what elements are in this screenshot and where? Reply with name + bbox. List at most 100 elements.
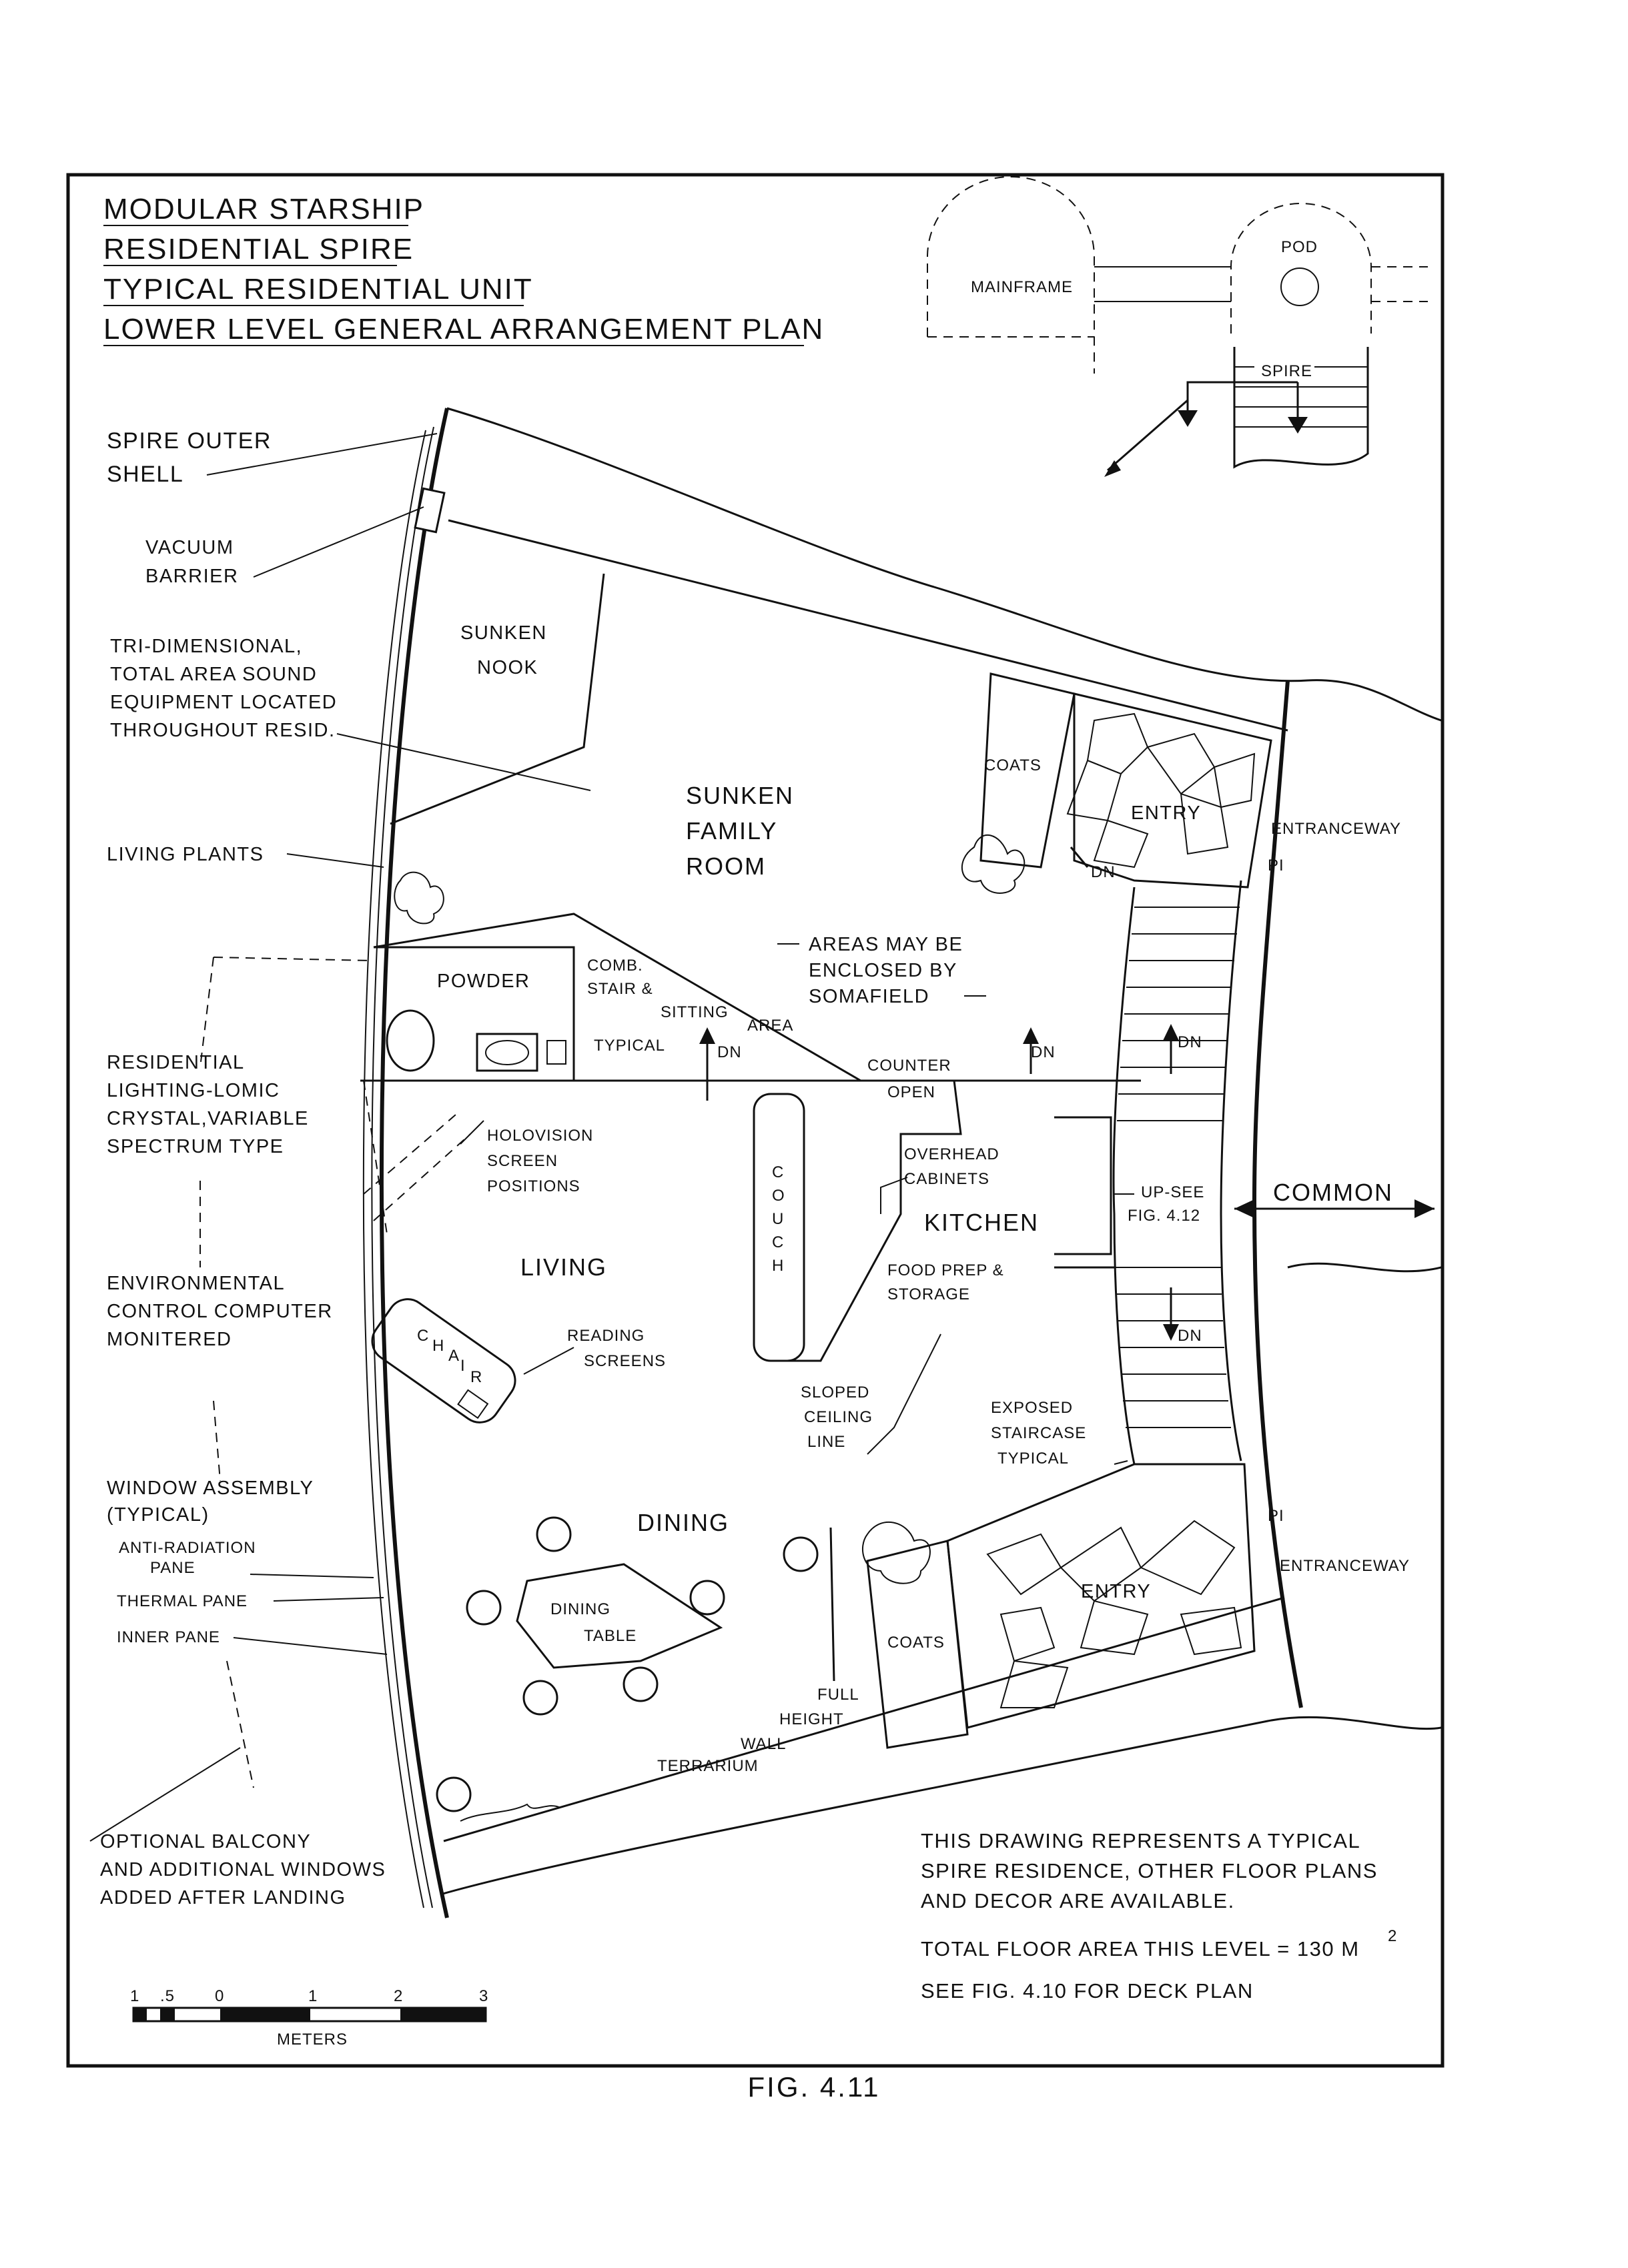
up-see-label-1: UP-SEE <box>1141 1183 1204 1201</box>
drawing-frame <box>66 173 1445 2068</box>
title-line-1: MODULAR STARSHIP <box>103 193 424 225</box>
chair-letter-4: I <box>460 1357 466 1375</box>
terrarium-label-3: WALL <box>741 1735 786 1753</box>
sound-label-4: THROUGHOUT RESID. <box>110 720 336 741</box>
comb-stair-label-2: STAIR & <box>587 980 653 998</box>
coats-label-lower: COATS <box>887 1634 945 1652</box>
dn-label-2: DN <box>1031 1043 1056 1061</box>
sloped-label-3: LINE <box>807 1433 845 1451</box>
living-plants-label: LIVING PLANTS <box>107 844 264 865</box>
sloped-label-1: SLOPED <box>801 1383 869 1401</box>
pi-label-lower: PI <box>1268 1507 1284 1525</box>
total-area-text: TOTAL FLOOR AREA THIS LEVEL = 130 M <box>921 1937 1360 1960</box>
family-room-label-3: ROOM <box>686 853 766 880</box>
reading-label-1: READING <box>567 1327 645 1345</box>
common-label: COMMON <box>1273 1179 1393 1206</box>
holovision-label-1: HOLOVISION <box>487 1127 593 1145</box>
family-room-label-1: SUNKEN <box>686 782 794 809</box>
somafield-label-3: SOMAFIELD <box>809 986 929 1007</box>
couch-letter-4: C <box>772 1233 784 1251</box>
chair-letter-3: A <box>448 1347 460 1365</box>
scale-bar: 1 .5 0 1 2 3 METERS <box>130 1987 488 2049</box>
living-room-label: LIVING <box>520 1253 607 1281</box>
environmental-label-2: CONTROL COMPUTER <box>107 1301 333 1322</box>
inner-pane-label: INNER PANE <box>117 1628 220 1646</box>
plant-icons <box>394 834 1026 1822</box>
common-arrow <box>1234 1199 1435 1218</box>
lighting-label-3: CRYSTAL,VARIABLE <box>107 1108 309 1129</box>
key-plan: MAINFRAME POD SPIRE <box>927 176 1428 477</box>
key-plan-pod-label: POD <box>1281 238 1318 256</box>
dining-table-label-2: TABLE <box>584 1627 637 1645</box>
exposed-label-3: TYPICAL <box>997 1450 1069 1468</box>
vacuum-label-1: VACUUM <box>145 537 234 558</box>
powder-room-label: POWDER <box>437 971 530 992</box>
lighting-label-2: LIGHTING-LOMIC <box>107 1080 280 1101</box>
spire-outer-shell <box>362 408 449 1918</box>
outer-shell-label-1: SPIRE OUTER <box>107 428 272 454</box>
thermal-pane-label: THERMAL PANE <box>117 1592 248 1610</box>
scale-tick-3m: 3 <box>479 1987 488 2005</box>
chair-letter-5: R <box>470 1368 482 1386</box>
terrarium-label-1: FULL <box>817 1686 859 1704</box>
note-line-3: AND DECOR ARE AVAILABLE. <box>921 1889 1235 1912</box>
notes-block: THIS DRAWING REPRESENTS A TYPICAL SPIRE … <box>921 1829 1396 2003</box>
somafield-label-2: ENCLOSED BY <box>809 960 957 981</box>
chair <box>371 1298 516 1424</box>
terrarium-label-4: TERRARIUM <box>657 1757 759 1775</box>
scale-tick-1: 1 <box>130 1987 139 2005</box>
sunken-nook-label-2: NOOK <box>477 657 538 678</box>
overhead-label-1: OVERHEAD <box>904 1145 999 1163</box>
exposed-label-2: STAIRCASE <box>991 1424 1086 1442</box>
window-assembly-label-1: WINDOW ASSEMBLY <box>107 1478 314 1499</box>
lighting-label-1: RESIDENTIAL <box>107 1052 245 1073</box>
holovision-label-3: POSITIONS <box>487 1177 580 1195</box>
dining-table-label-1: DINING <box>550 1600 610 1618</box>
scale-tick-2m: 2 <box>394 1987 403 2005</box>
scale-tick-half: .5 <box>160 1987 175 2005</box>
vacuum-label-2: BARRIER <box>145 566 238 587</box>
entranceway-label-lower: ENTRANCEWAY <box>1280 1557 1410 1575</box>
counter-label: COUNTER <box>867 1057 951 1075</box>
title-line-3: TYPICAL RESIDENTIAL UNIT <box>103 273 533 306</box>
sunken-nook-label-1: SUNKEN <box>460 622 547 644</box>
open-label: OPEN <box>887 1083 935 1101</box>
couch-letter-1: C <box>772 1163 784 1181</box>
food-prep-label-2: STORAGE <box>887 1285 970 1303</box>
chair-letter-2: H <box>432 1337 444 1355</box>
sound-label-2: TOTAL AREA SOUND <box>110 664 317 685</box>
scale-tick-0: 0 <box>215 1987 224 2005</box>
entry-label-lower: ENTRY <box>1081 1581 1151 1602</box>
dining-room-label: DINING <box>637 1509 729 1536</box>
entry-flagstone-lower <box>986 1520 1242 1708</box>
dn-label-3: DN <box>1178 1033 1202 1051</box>
dining-set <box>436 1516 819 1812</box>
reading-label-2: SCREENS <box>584 1352 666 1370</box>
typical-label: TYPICAL <box>594 1037 665 1055</box>
key-plan-mainframe-label: MAINFRAME <box>971 278 1073 296</box>
balcony-label-3: ADDED AFTER LANDING <box>100 1887 346 1908</box>
chair-letter-1: C <box>417 1327 429 1345</box>
entranceway-label-upper: ENTRANCEWAY <box>1271 820 1401 838</box>
couch-letter-3: U <box>772 1210 784 1228</box>
scale-tick-1m: 1 <box>308 1987 318 2005</box>
comb-stair-label-1: COMB. <box>587 957 643 975</box>
dn-label-1: DN <box>717 1043 742 1061</box>
dn-label-5: DN <box>1091 863 1116 881</box>
up-see-label-2: FIG. 4.12 <box>1128 1207 1200 1225</box>
key-plan-spire-label: SPIRE <box>1261 362 1312 380</box>
note-line-2: SPIRE RESIDENCE, OTHER FLOOR PLANS <box>921 1859 1378 1882</box>
comb-stair-label-3: SITTING <box>661 1003 729 1021</box>
sound-label-3: EQUIPMENT LOCATED <box>110 692 337 713</box>
couch-letter-2: O <box>772 1187 785 1205</box>
coats-label-upper: COATS <box>984 756 1042 774</box>
kitchen-label: KITCHEN <box>924 1209 1039 1236</box>
scale-unit-label: METERS <box>277 2031 348 2049</box>
holovision-label-2: SCREEN <box>487 1152 558 1170</box>
title-line-2: RESIDENTIAL SPIRE <box>103 233 414 265</box>
dn-label-4: DN <box>1178 1327 1202 1345</box>
sound-label-1: TRI-DIMENSIONAL, <box>110 636 302 657</box>
note-line-1: THIS DRAWING REPRESENTS A TYPICAL <box>921 1829 1360 1852</box>
food-prep-label-1: FOOD PREP & <box>887 1261 1004 1279</box>
